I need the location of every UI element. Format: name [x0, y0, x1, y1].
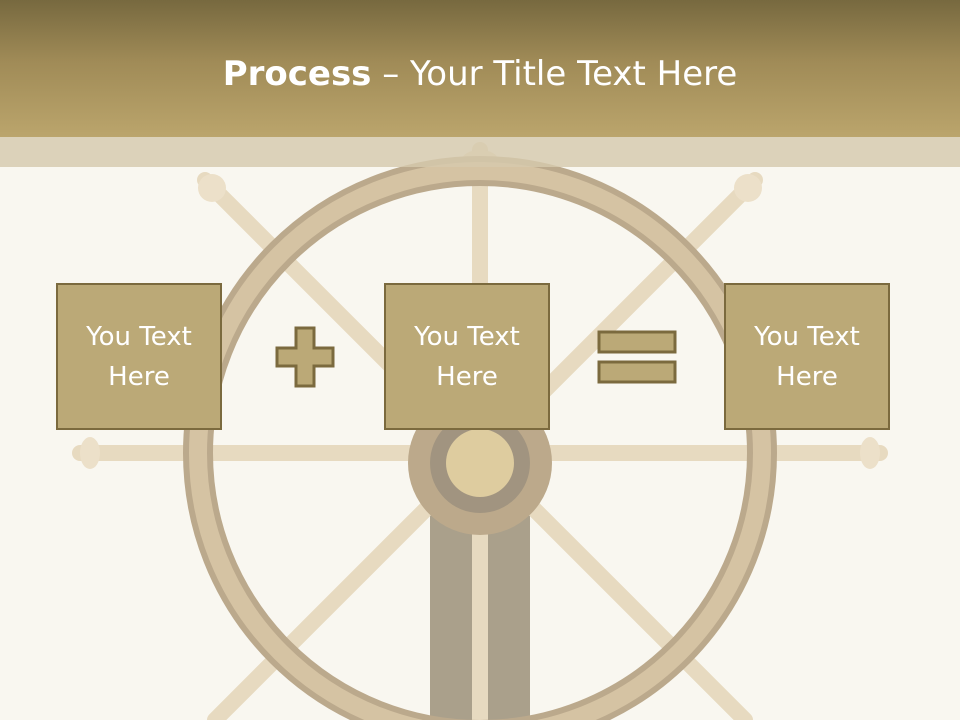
- process-box-1: You Text Here: [56, 283, 222, 430]
- equals-icon: [597, 330, 677, 384]
- slide-title: Process – Your Title Text Here: [0, 50, 960, 98]
- process-box-1-text: You Text Here: [86, 321, 192, 392]
- process-box-2-text: You Text Here: [414, 321, 520, 392]
- title-bar: [0, 0, 960, 137]
- slide-title-bold: Process: [222, 54, 372, 94]
- process-box-3-text: You Text Here: [754, 321, 860, 392]
- process-box-3: You Text Here: [724, 283, 890, 430]
- process-box-2: You Text Here: [384, 283, 550, 430]
- slide-title-rest: – Your Title Text Here: [371, 54, 738, 94]
- plus-icon: [275, 326, 335, 388]
- header-accent-band: [0, 137, 960, 167]
